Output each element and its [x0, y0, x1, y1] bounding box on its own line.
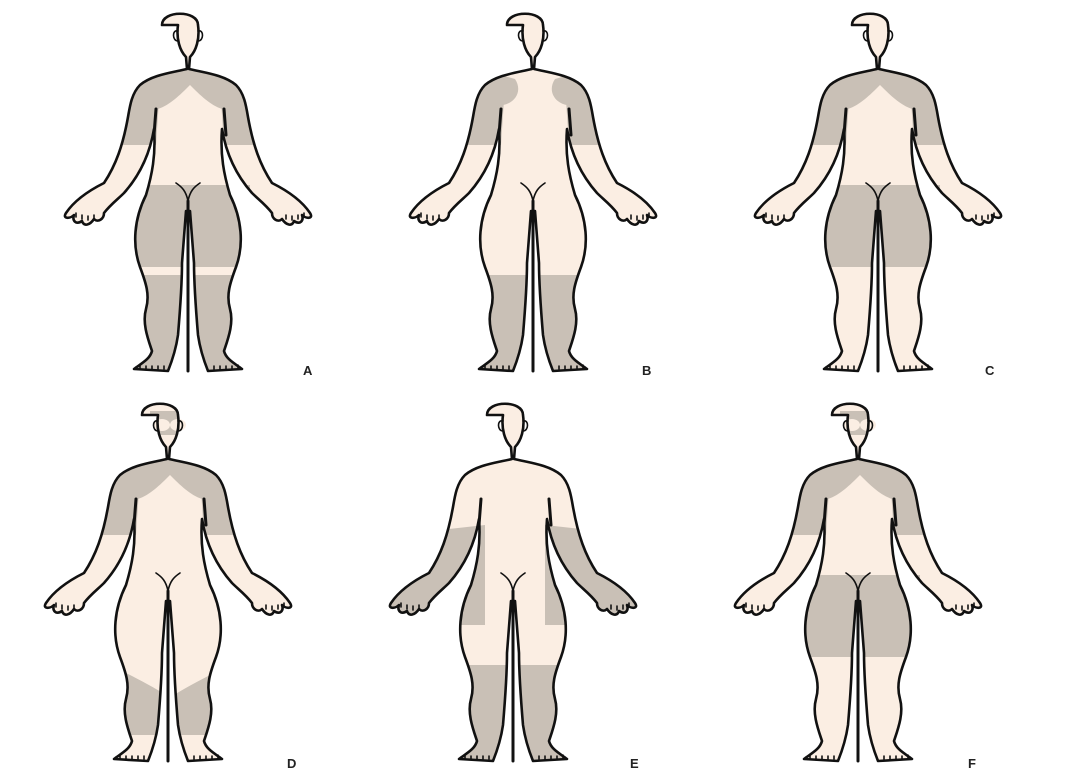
panel-label-d: D	[287, 756, 296, 771]
arm-crease-left	[134, 499, 136, 525]
panel-label-a: A	[303, 363, 313, 378]
arm-crease-left	[844, 109, 846, 135]
arm-crease-left	[479, 499, 481, 525]
panel-label-e: E	[630, 756, 639, 771]
panel-label-c: C	[985, 363, 995, 378]
body-figure-panel-c	[755, 14, 1001, 371]
arm-crease-right	[569, 109, 571, 135]
arm-crease-right	[224, 109, 226, 135]
body-figure-panel-e	[375, 404, 655, 765]
arm-crease-left	[824, 499, 826, 525]
arm-crease-right	[914, 109, 916, 135]
arm-crease-left	[154, 109, 156, 135]
body-figure-panel-f	[735, 404, 981, 761]
arm-crease-right	[549, 499, 551, 525]
body-figure-panel-b	[410, 14, 656, 375]
body-figure-panel-a	[65, 14, 311, 375]
body-figure-panel-d	[45, 404, 291, 761]
arm-crease-right	[894, 499, 896, 525]
arm-crease-right	[204, 499, 206, 525]
panel-label-f: F	[968, 756, 976, 771]
arm-crease-left	[499, 109, 501, 135]
panel-label-b: B	[642, 363, 651, 378]
